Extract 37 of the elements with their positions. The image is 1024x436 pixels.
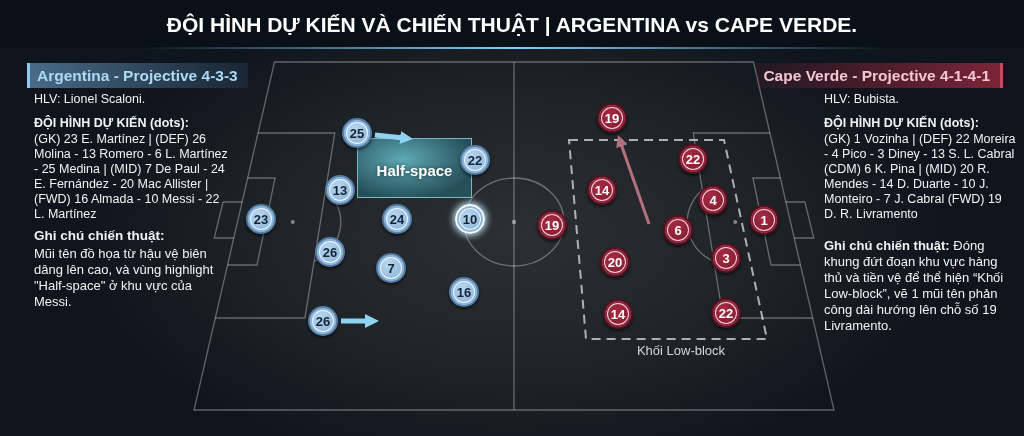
player-marker: 24 xyxy=(382,204,412,234)
section-heading: ĐỘI HÌNH DỰ KIẾN (dots): xyxy=(34,116,190,131)
player-marker: 7 xyxy=(376,253,406,283)
team-heading: Cape Verde - Projective 4-1-4-1 xyxy=(756,63,1003,88)
player-marker: 26 xyxy=(308,306,338,336)
player-marker: 19 xyxy=(537,210,567,240)
title: ĐỘI HÌNH DỰ KIẾN VÀ CHIẾN THUẬT | ARGENTINA vs CAPE VERDE. xyxy=(166,13,858,37)
player-marker: 10 xyxy=(455,204,485,234)
zone-label: Khối Low-block xyxy=(636,343,726,358)
arrow xyxy=(616,134,651,225)
player-marker: 3 xyxy=(711,243,741,273)
tactical-note: Ghi chú chiến thuật: Đóng khung đứt đoạn khu vực hàng thủ và tiền vệ để thể hiện “Khối Low-block”, vẽ 1 mũi tên phản công dài hướng lên chỗ số 19 Livramento. xyxy=(824,238,1005,334)
player-marker: 14 xyxy=(587,175,617,205)
coach-name: HLV: Bubista. xyxy=(824,92,901,107)
arrow xyxy=(374,131,414,145)
player-marker: 26 xyxy=(315,237,345,267)
player-marker: 25 xyxy=(342,118,372,148)
player-marker: 14 xyxy=(603,299,633,329)
player-marker: 22 xyxy=(460,145,490,175)
player-marker: 13 xyxy=(325,175,355,205)
player-marker: 4 xyxy=(698,185,728,215)
team-heading: Argentina - Projective 4-3-3 xyxy=(27,63,248,88)
section-heading: Ghi chú chiến thuật: xyxy=(34,227,166,244)
tactical-note: Mũi tên đồ họa từ hậu vệ biên dâng lên cao, và vùng highlight "Half-space" ở khu vực của Messi. xyxy=(34,246,215,310)
player-marker: 22 xyxy=(678,144,708,174)
lineup-list: (GK) 23 E. Martínez | (DEF) 26 Molina - 13 Romero - 6 L. Martínez - 25 Medina | (MID) 7 De Paul - 24 E. Fernández - 20 Mac Allister | (FWD) 16 Almada - 10 Messi - 22 L. Martínez xyxy=(34,132,230,222)
player-marker: 1 xyxy=(749,205,779,235)
player-marker: 6 xyxy=(663,215,693,245)
coach-name: HLV: Lionel Scaloni. xyxy=(34,92,147,107)
player-marker: 22 xyxy=(711,298,741,328)
player-marker: 16 xyxy=(449,277,479,307)
section-heading: ĐỘI HÌNH DỰ KIẾN (dots): xyxy=(824,116,980,131)
lineup-list: (GK) 1 Vozinha | (DEF) 22 Moreira - 4 Pico - 3 Diney - 13 S. L. Cabral (CDM) 6 K. Pina | (MID) 20 R. Mendes - 14 D. Duarte - 10 J. Monteiro - 7 J. Cabral (FWD) 19 D. R. Livramento xyxy=(824,132,1016,222)
player-marker: 23 xyxy=(246,204,276,234)
arrow xyxy=(341,314,379,328)
player-marker: 20 xyxy=(600,247,630,277)
player-marker: 19 xyxy=(597,103,627,133)
